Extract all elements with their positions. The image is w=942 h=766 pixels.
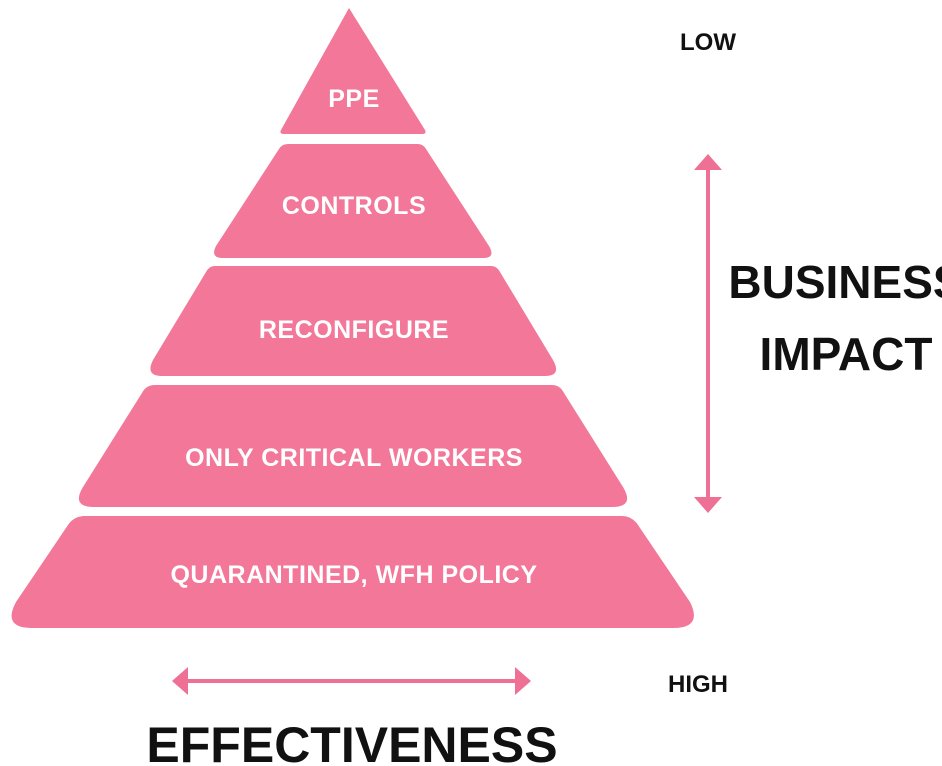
pyramid bbox=[11, 8, 694, 628]
pyramid-tier-critical-workers-shape bbox=[78, 385, 628, 507]
pyramid-tier-controls-label: CONTROLS bbox=[282, 192, 426, 220]
arrow-down-icon bbox=[694, 497, 722, 513]
pyramid-tier-critical-workers-label: ONLY CRITICAL WORKERS bbox=[185, 444, 523, 472]
pyramid-tier-ppe-label: PPE bbox=[328, 85, 380, 113]
vertical-arrow-shaft bbox=[706, 164, 710, 504]
arrow-up-icon bbox=[694, 154, 722, 170]
scale-high-label: HIGH bbox=[668, 671, 728, 698]
horizontal-arrow-shaft bbox=[182, 679, 522, 683]
business-impact-line2: IMPACT bbox=[760, 328, 933, 380]
pyramid-tier-reconfigure-label: RECONFIGURE bbox=[259, 316, 449, 344]
scale-low-label: LOW bbox=[680, 29, 736, 56]
pyramid-tier-ppe-shape bbox=[280, 8, 426, 134]
pyramid-tier-controls-shape bbox=[214, 144, 492, 258]
arrow-left-icon bbox=[172, 667, 188, 695]
effectiveness-title: EFFECTIVENESS bbox=[146, 717, 557, 766]
pyramid-tier-quarantined-shape bbox=[11, 516, 694, 628]
pyramid-tier-quarantined-label: QUARANTINED, WFH POLICY bbox=[170, 561, 537, 589]
effectiveness-arrow bbox=[172, 667, 531, 695]
business-impact-arrow bbox=[694, 154, 722, 513]
arrow-right-icon bbox=[515, 667, 531, 695]
business-impact-line1: BUSINESS bbox=[728, 256, 942, 308]
pyramid-tier-reconfigure-shape bbox=[150, 266, 557, 376]
